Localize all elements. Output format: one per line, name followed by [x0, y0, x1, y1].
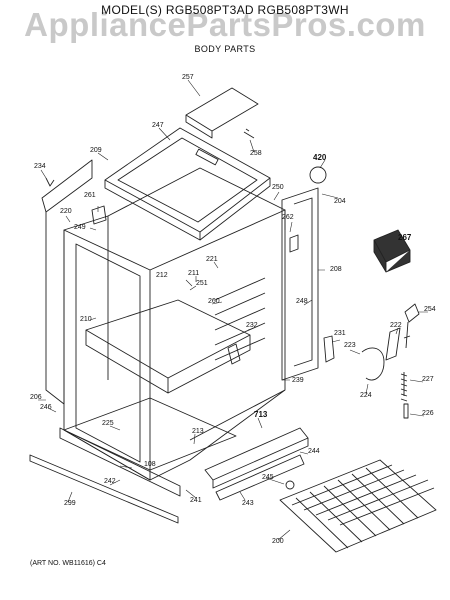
cabinet-right-wall — [149, 209, 286, 441]
callout-label: 257 — [182, 74, 194, 81]
callout-label: 223 — [344, 342, 356, 349]
callout-label: 251 — [196, 280, 208, 287]
callout-label: 234 — [34, 163, 46, 170]
callout-label: 206 — [30, 394, 42, 401]
callout-label: 208 — [330, 266, 342, 273]
callout-label: 210 — [80, 316, 92, 323]
part-231 — [323, 335, 335, 363]
bottom-rail-299 — [29, 454, 179, 524]
part-420 — [309, 166, 327, 184]
part-234 — [45, 177, 55, 187]
section-title: BODY PARTS — [194, 44, 256, 54]
oven-rack-wires — [291, 464, 435, 549]
callout-label: 299 — [64, 500, 76, 507]
top-lid-hinge — [185, 115, 213, 139]
burner-assembly-body — [212, 438, 309, 489]
callout-label: 211 — [188, 270, 200, 277]
rack-guides — [214, 277, 266, 361]
callout-label: 246 — [40, 404, 52, 411]
callout-label: 244 — [308, 448, 320, 455]
left-side-panel — [41, 159, 93, 213]
screw-258 — [243, 128, 255, 139]
callout-label: 221 — [206, 256, 218, 263]
callout-label: 212 — [156, 272, 168, 279]
right-side-panel-face — [293, 197, 313, 367]
cabinet-front-frame — [63, 229, 151, 481]
top-lid — [185, 87, 259, 132]
callout-label: 258 — [250, 150, 262, 157]
part-226 — [403, 403, 409, 419]
spring-227 — [400, 372, 408, 402]
callout-label: 250 — [272, 184, 284, 191]
callout-label: 224 — [360, 392, 372, 399]
model-title: MODEL(S) RGB508PT3AD RGB508PT3WH — [101, 3, 349, 17]
callout-label: 200 — [272, 538, 284, 545]
hinge-222 — [385, 327, 401, 361]
callout-label: 243 — [242, 500, 254, 507]
callout-label: 220 — [60, 208, 72, 215]
callout-label: 242 — [104, 478, 116, 485]
left-side-panel-body — [45, 212, 65, 405]
callout-label: 248 — [296, 298, 308, 305]
callout-label: 713 — [254, 410, 268, 419]
callout-label: 260 — [208, 298, 220, 305]
oven-rack — [279, 459, 437, 553]
callout-label: 222 — [390, 322, 402, 329]
right-side-panel — [281, 187, 319, 381]
part-232 — [227, 343, 241, 365]
oven-cavity-back — [167, 335, 251, 394]
cooktop-inner — [117, 137, 258, 223]
callout-label: 209 — [90, 147, 102, 154]
callout-label: 245 — [262, 474, 274, 481]
hinge-254 — [403, 303, 420, 349]
callout-label: 261 — [84, 192, 96, 199]
burner-assembly-713 — [204, 427, 309, 481]
cooktop-right-edge — [199, 178, 271, 241]
cabinet-left-wall — [63, 215, 109, 380]
callout-label: 232 — [246, 322, 258, 329]
callout-label: 267 — [398, 233, 412, 242]
callout-label: 231 — [334, 330, 346, 337]
leader-lines — [38, 79, 428, 541]
bracket-224 — [361, 347, 385, 381]
art-number: (ART NO. WB11616) C4 — [30, 560, 106, 567]
watermark-text: AppliancePartsPros.com — [24, 6, 426, 43]
kick-panel-225 — [59, 427, 181, 497]
callout-label: 225 — [102, 420, 114, 427]
callout-label: 241 — [190, 497, 202, 504]
callout-label: 262 — [282, 214, 294, 221]
valve-245 — [285, 480, 295, 490]
callout-label: 247 — [152, 122, 164, 129]
callout-label: 254 — [424, 306, 436, 313]
bracket-261 — [91, 205, 107, 225]
cabinet-bottom — [63, 389, 286, 481]
cabinet-back-top — [107, 167, 286, 230]
oven-cavity-floor — [85, 330, 169, 394]
burner-assembly-bottom — [215, 454, 305, 501]
oven-cavity — [85, 299, 251, 379]
callout-label: 420 — [313, 153, 327, 162]
cooktop-front-edge — [104, 180, 201, 241]
callout-label: 249 — [74, 224, 86, 231]
part-262 — [289, 234, 299, 253]
callout-label: 226 — [422, 410, 434, 417]
drawer-base-242 — [63, 397, 237, 471]
callout-label: 108 — [144, 461, 156, 468]
callout-label: 239 — [292, 377, 304, 384]
callout-label: 213 — [192, 428, 204, 435]
callout-label: 227 — [422, 376, 434, 383]
callout-label: 204 — [334, 198, 346, 205]
part-267-block — [373, 229, 411, 273]
cabinet-front-inner — [75, 243, 141, 463]
vent-slot — [195, 148, 219, 166]
